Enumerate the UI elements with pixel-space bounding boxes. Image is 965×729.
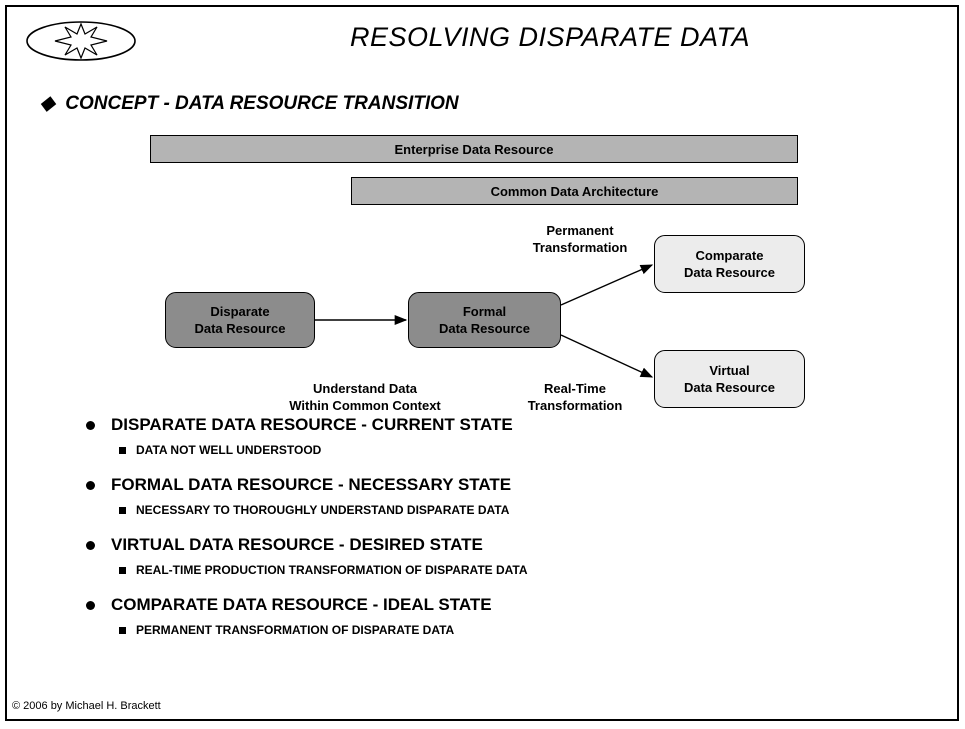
comparate-data-resource-node: Comparate Data Resource — [654, 235, 805, 293]
bullet-sub-text: REAL-TIME PRODUCTION TRANSFORMATION OF D… — [136, 563, 528, 577]
copyright-footer: © 2006 by Michael H. Brackett — [12, 700, 161, 712]
common-data-architecture-bar: Common Data Architecture — [351, 177, 798, 205]
arrow-formal-to-comparate — [560, 264, 654, 306]
bullet-sub-text: NECESSARY TO THOROUGHLY UNDERSTAND DISPA… — [136, 503, 510, 517]
bullet-sub-text: PERMANENT TRANSFORMATION OF DISPARATE DA… — [136, 623, 455, 637]
bullet-list: DISPARATE DATA RESOURCE - CURRENT STATE … — [80, 414, 528, 640]
disparate-data-resource-node: Disparate Data Resource — [165, 292, 315, 348]
permanent-transformation-label: Permanent Transformation — [532, 223, 628, 255]
bullet-main-text: FORMAL DATA RESOURCE - NECESSARY STATE — [111, 475, 512, 494]
understand-data-label: Understand Data Within Common Context — [289, 381, 441, 413]
starburst-logo-icon — [26, 21, 136, 61]
bullet-dot-icon — [86, 480, 95, 490]
arrow-formal-to-virtual — [560, 334, 654, 378]
disparate-node-label: Disparate Data Resource — [194, 304, 286, 336]
formal-node-label: Formal Data Resource — [438, 304, 531, 336]
slide-title: RESOLVING DISPARATE DATA — [349, 22, 751, 52]
square-bullet-icon — [119, 446, 126, 454]
bullet-main-text: VIRTUAL DATA RESOURCE - DESIRED STATE — [111, 535, 483, 554]
bullet-item: VIRTUAL DATA RESOURCE - DESIRED STATE RE… — [80, 534, 528, 580]
square-bullet-icon — [119, 566, 126, 574]
comparate-node-label: Comparate Data Resource — [683, 248, 776, 280]
bullet-dot-icon — [86, 420, 95, 430]
square-bullet-icon — [119, 506, 126, 514]
square-bullet-icon — [119, 626, 126, 634]
bullet-item: DISPARATE DATA RESOURCE - CURRENT STATE … — [80, 414, 528, 460]
formal-data-resource-node: Formal Data Resource — [408, 292, 561, 348]
bullet-main-text: DISPARATE DATA RESOURCE - CURRENT STATE — [111, 415, 513, 434]
virtual-data-resource-node: Virtual Data Resource — [654, 350, 805, 408]
virtual-node-label: Virtual Data Resource — [683, 363, 776, 395]
diamond-bullet-icon: ◆ — [40, 93, 55, 114]
slide-frame — [5, 5, 959, 721]
concept-heading-text: CONCEPT - DATA RESOURCE TRANSITION — [65, 93, 459, 114]
bullet-main-text: COMPARATE DATA RESOURCE - IDEAL STATE — [111, 595, 492, 614]
bullet-dot-icon — [86, 600, 95, 610]
bullet-dot-icon — [86, 540, 95, 550]
bullet-item: FORMAL DATA RESOURCE - NECESSARY STATE N… — [80, 474, 528, 520]
bullet-sub-text: DATA NOT WELL UNDERSTOOD — [136, 443, 322, 457]
enterprise-data-resource-bar: Enterprise Data Resource — [150, 135, 798, 163]
concept-heading: ◆ CONCEPT - DATA RESOURCE TRANSITION — [40, 92, 459, 115]
bullet-item: COMPARATE DATA RESOURCE - IDEAL STATE PE… — [80, 594, 528, 640]
real-time-transformation-label: Real-Time Transformation — [527, 381, 623, 413]
